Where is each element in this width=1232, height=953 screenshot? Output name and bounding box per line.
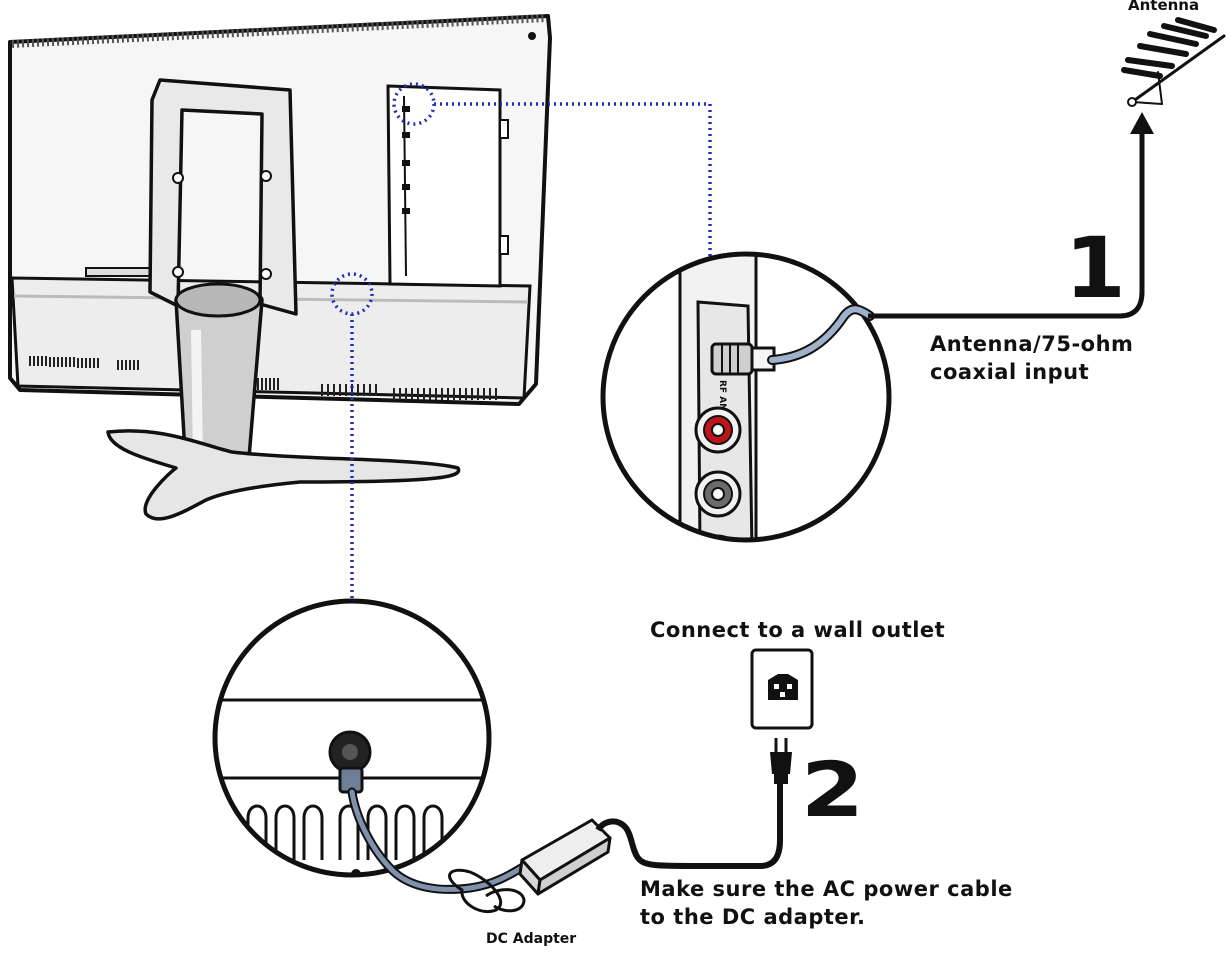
antenna-arrow	[1130, 112, 1154, 134]
tv-stand-base	[106, 429, 461, 521]
antenna-icon	[1121, 17, 1226, 107]
ac-cable	[595, 782, 783, 869]
antenna-label: Antenna	[1128, 0, 1200, 14]
step-two-number: 2	[800, 745, 865, 834]
tv-back-illustration	[8, 14, 552, 521]
tv-vents	[29, 356, 497, 400]
ac-plug-icon	[770, 738, 792, 784]
tv-lower-housing	[10, 276, 532, 400]
dc-adapter-icon	[448, 818, 612, 913]
ac-cable-note-line1: Make sure the AC power cable	[640, 877, 1013, 901]
antenna-input-label-line2: coaxial input	[930, 360, 1090, 384]
tv-stand-handle	[148, 78, 298, 316]
svg-text:RF ANT: RF ANT	[717, 380, 727, 418]
tv-screw-hole	[528, 32, 536, 40]
dc-adapter-label: DC Adapter	[486, 931, 577, 947]
dc-port-zoom	[212, 598, 492, 878]
antenna-input-label-line1: Antenna/75-ohm	[930, 332, 1134, 356]
antenna-port-zoom: RF ANT	[600, 251, 892, 543]
tv-top-edge	[11, 14, 547, 48]
wall-outlet-label: Connect to a wall outlet	[650, 618, 946, 642]
dotted-guides	[350, 102, 712, 604]
wall-outlet-icon	[750, 648, 814, 730]
antenna-cable	[868, 130, 1145, 319]
tv-port-bay	[386, 84, 502, 288]
step-one-number: 1	[1064, 219, 1126, 317]
ac-cable-note-line2: to the DC adapter.	[640, 905, 866, 929]
